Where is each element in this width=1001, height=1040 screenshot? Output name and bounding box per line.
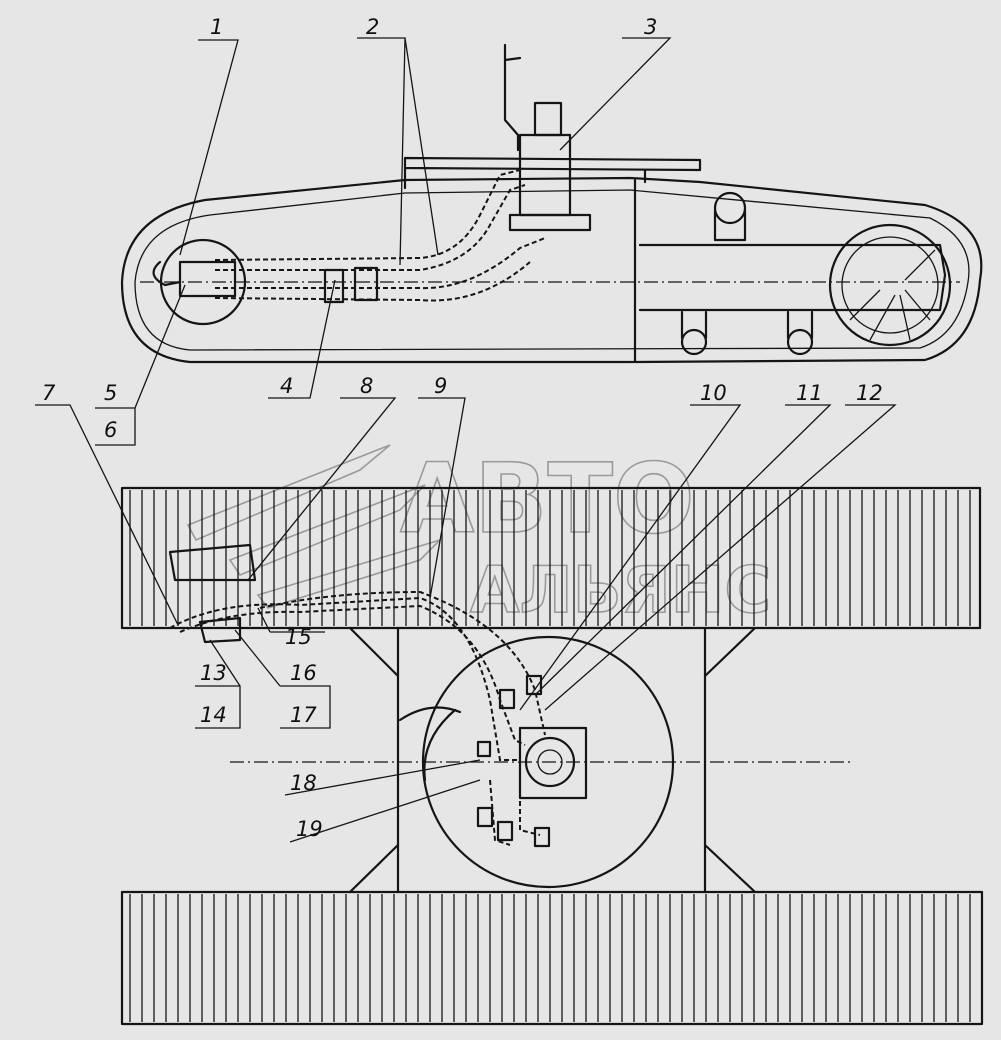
callout-19: 19 [296,817,323,841]
track-outline [120,176,983,364]
callout-18: 18 [290,771,317,795]
side-hoses [214,169,546,302]
callout-9: 9 [434,374,447,398]
callout-5: 5 [104,381,117,405]
leader-lines [35,37,897,843]
callout-4: 4 [280,374,293,398]
callout-17: 17 [290,703,317,727]
callout-11: 11 [796,381,823,405]
callout-2: 2 [366,15,379,39]
lower-track-band [120,890,984,1026]
plan-fittings [476,674,551,848]
side-view [120,43,983,364]
drive-sprocket [828,223,952,347]
upper-track-band [120,486,982,630]
callout-3: 3 [644,15,657,39]
lower-track-links [129,894,971,1022]
watermark: АВТО АЛЬЯНС [186,442,772,629]
lower-roller-2 [786,328,814,356]
callout-7: 7 [42,381,56,405]
callout-15: 15 [285,625,312,649]
callout-16: 16 [290,661,317,685]
plan-view [120,486,984,1026]
rotary-joint-flange [518,726,588,800]
callout-numbers: 1 2 3 4 5 6 7 8 9 10 11 12 13 14 15 16 1… [42,15,883,841]
upper-track-links [129,490,971,626]
lower-roller-1 [680,328,708,356]
callout-12: 12 [856,381,883,405]
callout-8: 8 [360,374,373,398]
callout-13: 13 [200,661,227,685]
watermark-line1: АВТО [400,443,695,555]
watermark-line2: АЛЬЯНС [470,554,771,628]
plan-hoses [169,590,546,846]
callout-1: 1 [210,15,223,39]
callout-14: 14 [200,703,227,727]
callout-6: 6 [104,418,117,442]
upper-roller [713,191,747,225]
callout-10: 10 [700,381,727,405]
